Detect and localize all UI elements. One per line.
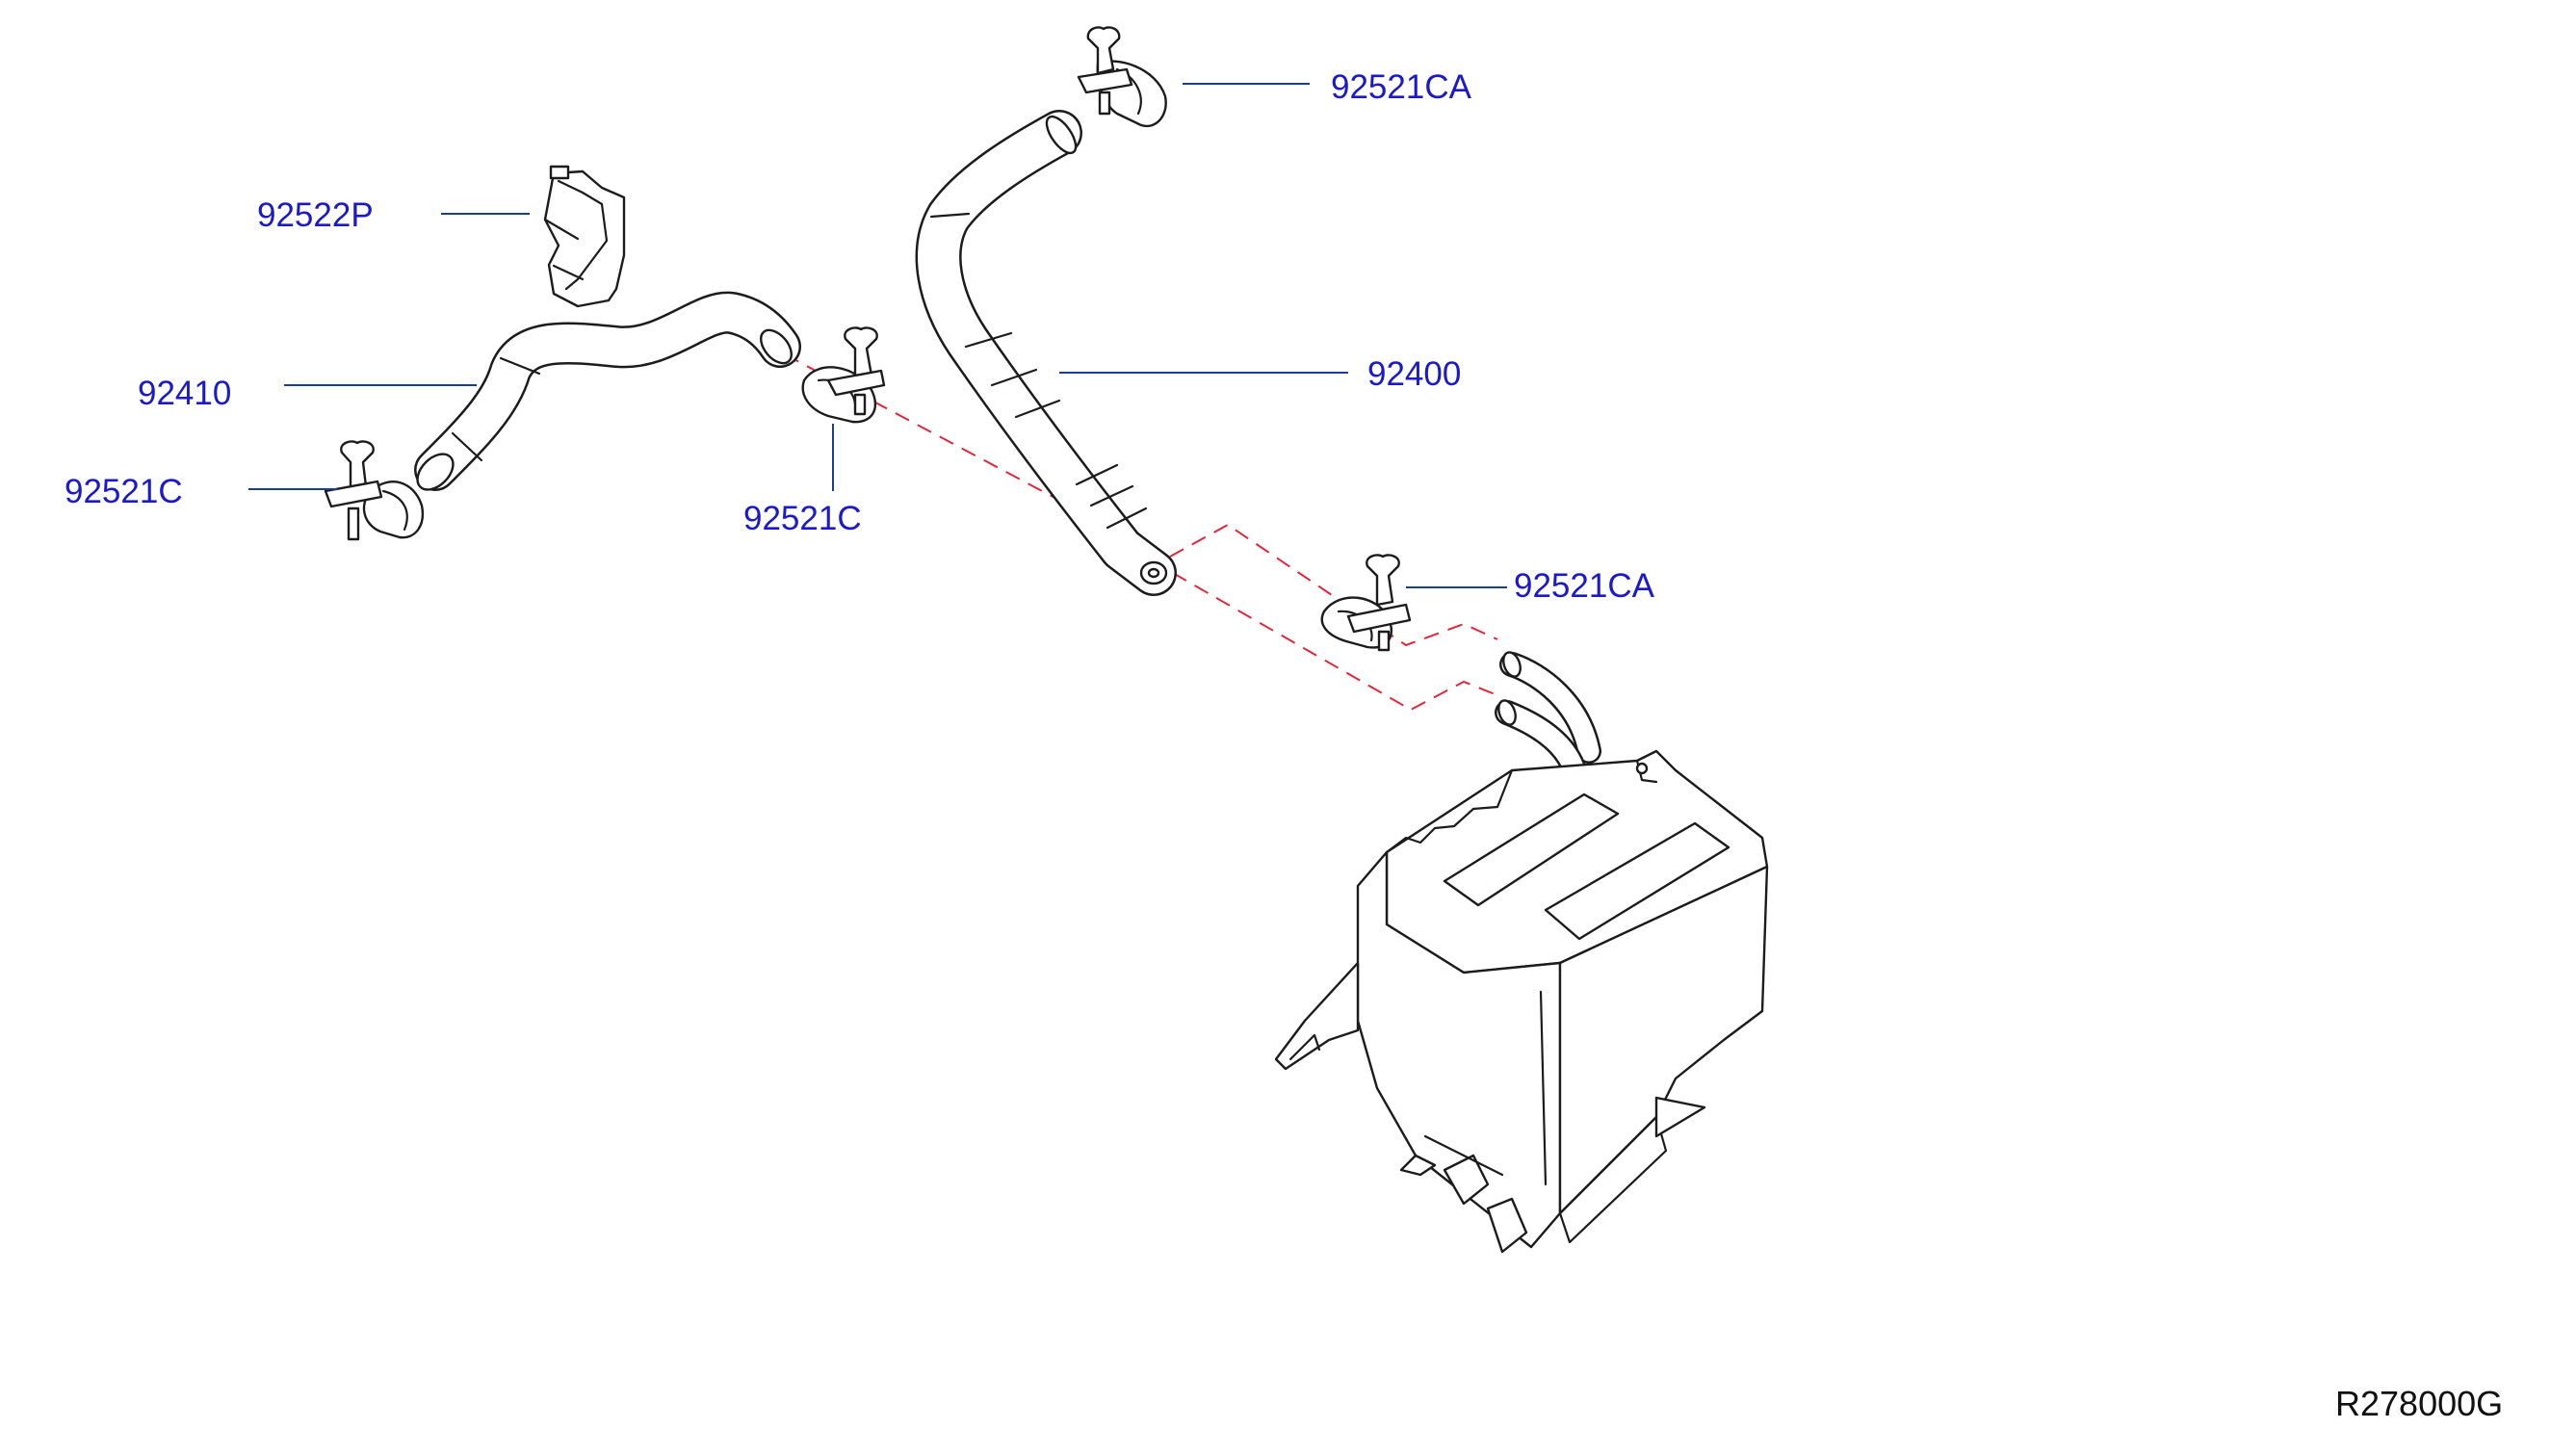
clip-left-92521c[interactable] xyxy=(324,440,425,541)
hose-92400[interactable] xyxy=(915,110,1177,596)
hose-92410[interactable] xyxy=(411,291,801,497)
holder-92522p[interactable] xyxy=(543,165,626,308)
callout-hose-92400: 92400 xyxy=(1367,355,1461,393)
connection-lines xyxy=(784,353,1498,712)
callout-clip-top: 92521CA xyxy=(1331,68,1472,106)
callout-holder: 92522P xyxy=(257,196,374,234)
clip-right-92521ca[interactable] xyxy=(1320,554,1412,652)
reference-code: R278000G xyxy=(2335,1384,2503,1423)
leader-lines xyxy=(248,83,1507,588)
clip-top-92521ca[interactable] xyxy=(1077,26,1167,128)
callout-clip-middle: 92521C xyxy=(743,500,862,537)
callout-labels: 92521CA 92522P 92400 92410 92521C 92521C… xyxy=(65,68,1655,605)
callout-hose-92410: 92410 xyxy=(138,375,231,412)
heater-unit[interactable] xyxy=(1274,650,1769,1254)
callout-clip-right: 92521CA xyxy=(1514,567,1655,605)
callout-clip-left: 92521C xyxy=(65,473,183,510)
clip-middle-92521c[interactable] xyxy=(801,326,886,424)
